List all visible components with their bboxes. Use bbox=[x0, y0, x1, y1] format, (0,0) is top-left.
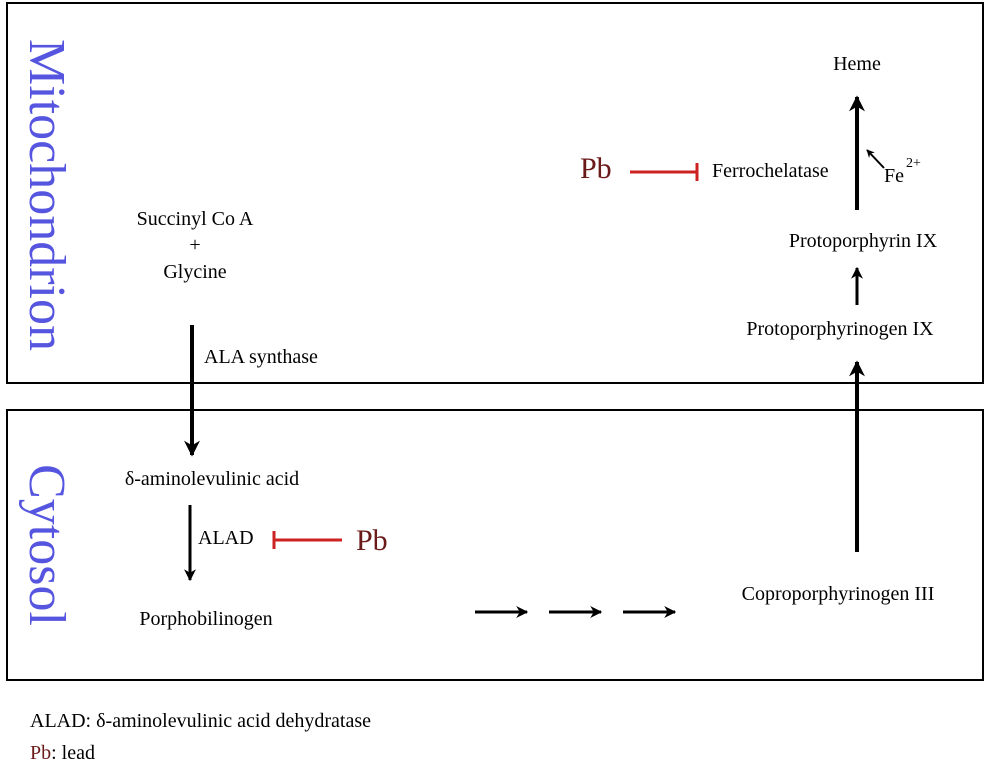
heme-label: Heme bbox=[833, 53, 881, 75]
glycine-label: Glycine bbox=[163, 261, 226, 283]
legend-alad-desc: : δ-aminolevulinic acid dehydratase bbox=[85, 710, 371, 732]
fe-arrow bbox=[866, 149, 885, 169]
heme-pathway-diagram: Mitochondrion Cytosol Succinyl Co A + Gl… bbox=[6, 2, 984, 681]
legend-pb: Pb: lead bbox=[30, 742, 95, 765]
protoporphyrin-label: Protoporphyrin IX bbox=[789, 230, 938, 252]
plus-sign: + bbox=[189, 234, 200, 256]
coproporphyrinogen-label: Coproporphyrinogen III bbox=[742, 583, 935, 605]
mitochondrion-label: Mitochondrion bbox=[18, 39, 75, 351]
pb-label-alad: Pb bbox=[356, 524, 388, 557]
legend-alad-key: ALAD bbox=[30, 710, 86, 732]
fe-charge: 2+ bbox=[906, 156, 921, 171]
legend-alad: ALAD: δ-aminolevulinic acid dehydratase bbox=[30, 710, 371, 733]
legend-pb-desc: : lead bbox=[51, 742, 95, 764]
cytosol-box bbox=[6, 409, 984, 681]
ala-synthase-label: ALA synthase bbox=[204, 346, 318, 368]
ala-label: δ-aminolevulinic acid bbox=[125, 468, 299, 490]
pb-label-ferrochelatase: Pb bbox=[580, 152, 612, 185]
cytosol-label: Cytosol bbox=[18, 464, 75, 626]
succinyl-coa-label: Succinyl Co A bbox=[137, 208, 254, 230]
alad-label: ALAD bbox=[198, 527, 254, 549]
legend-pb-key: Pb bbox=[30, 742, 52, 764]
protoporphyrinogen-label: Protoporphyrinogen IX bbox=[746, 318, 934, 340]
mitochondrion-box bbox=[6, 2, 984, 384]
porphobilinogen-label: Porphobilinogen bbox=[139, 608, 272, 630]
ferrochelatase-label: Ferrochelatase bbox=[712, 160, 829, 182]
fe-label: Fe bbox=[884, 165, 904, 187]
